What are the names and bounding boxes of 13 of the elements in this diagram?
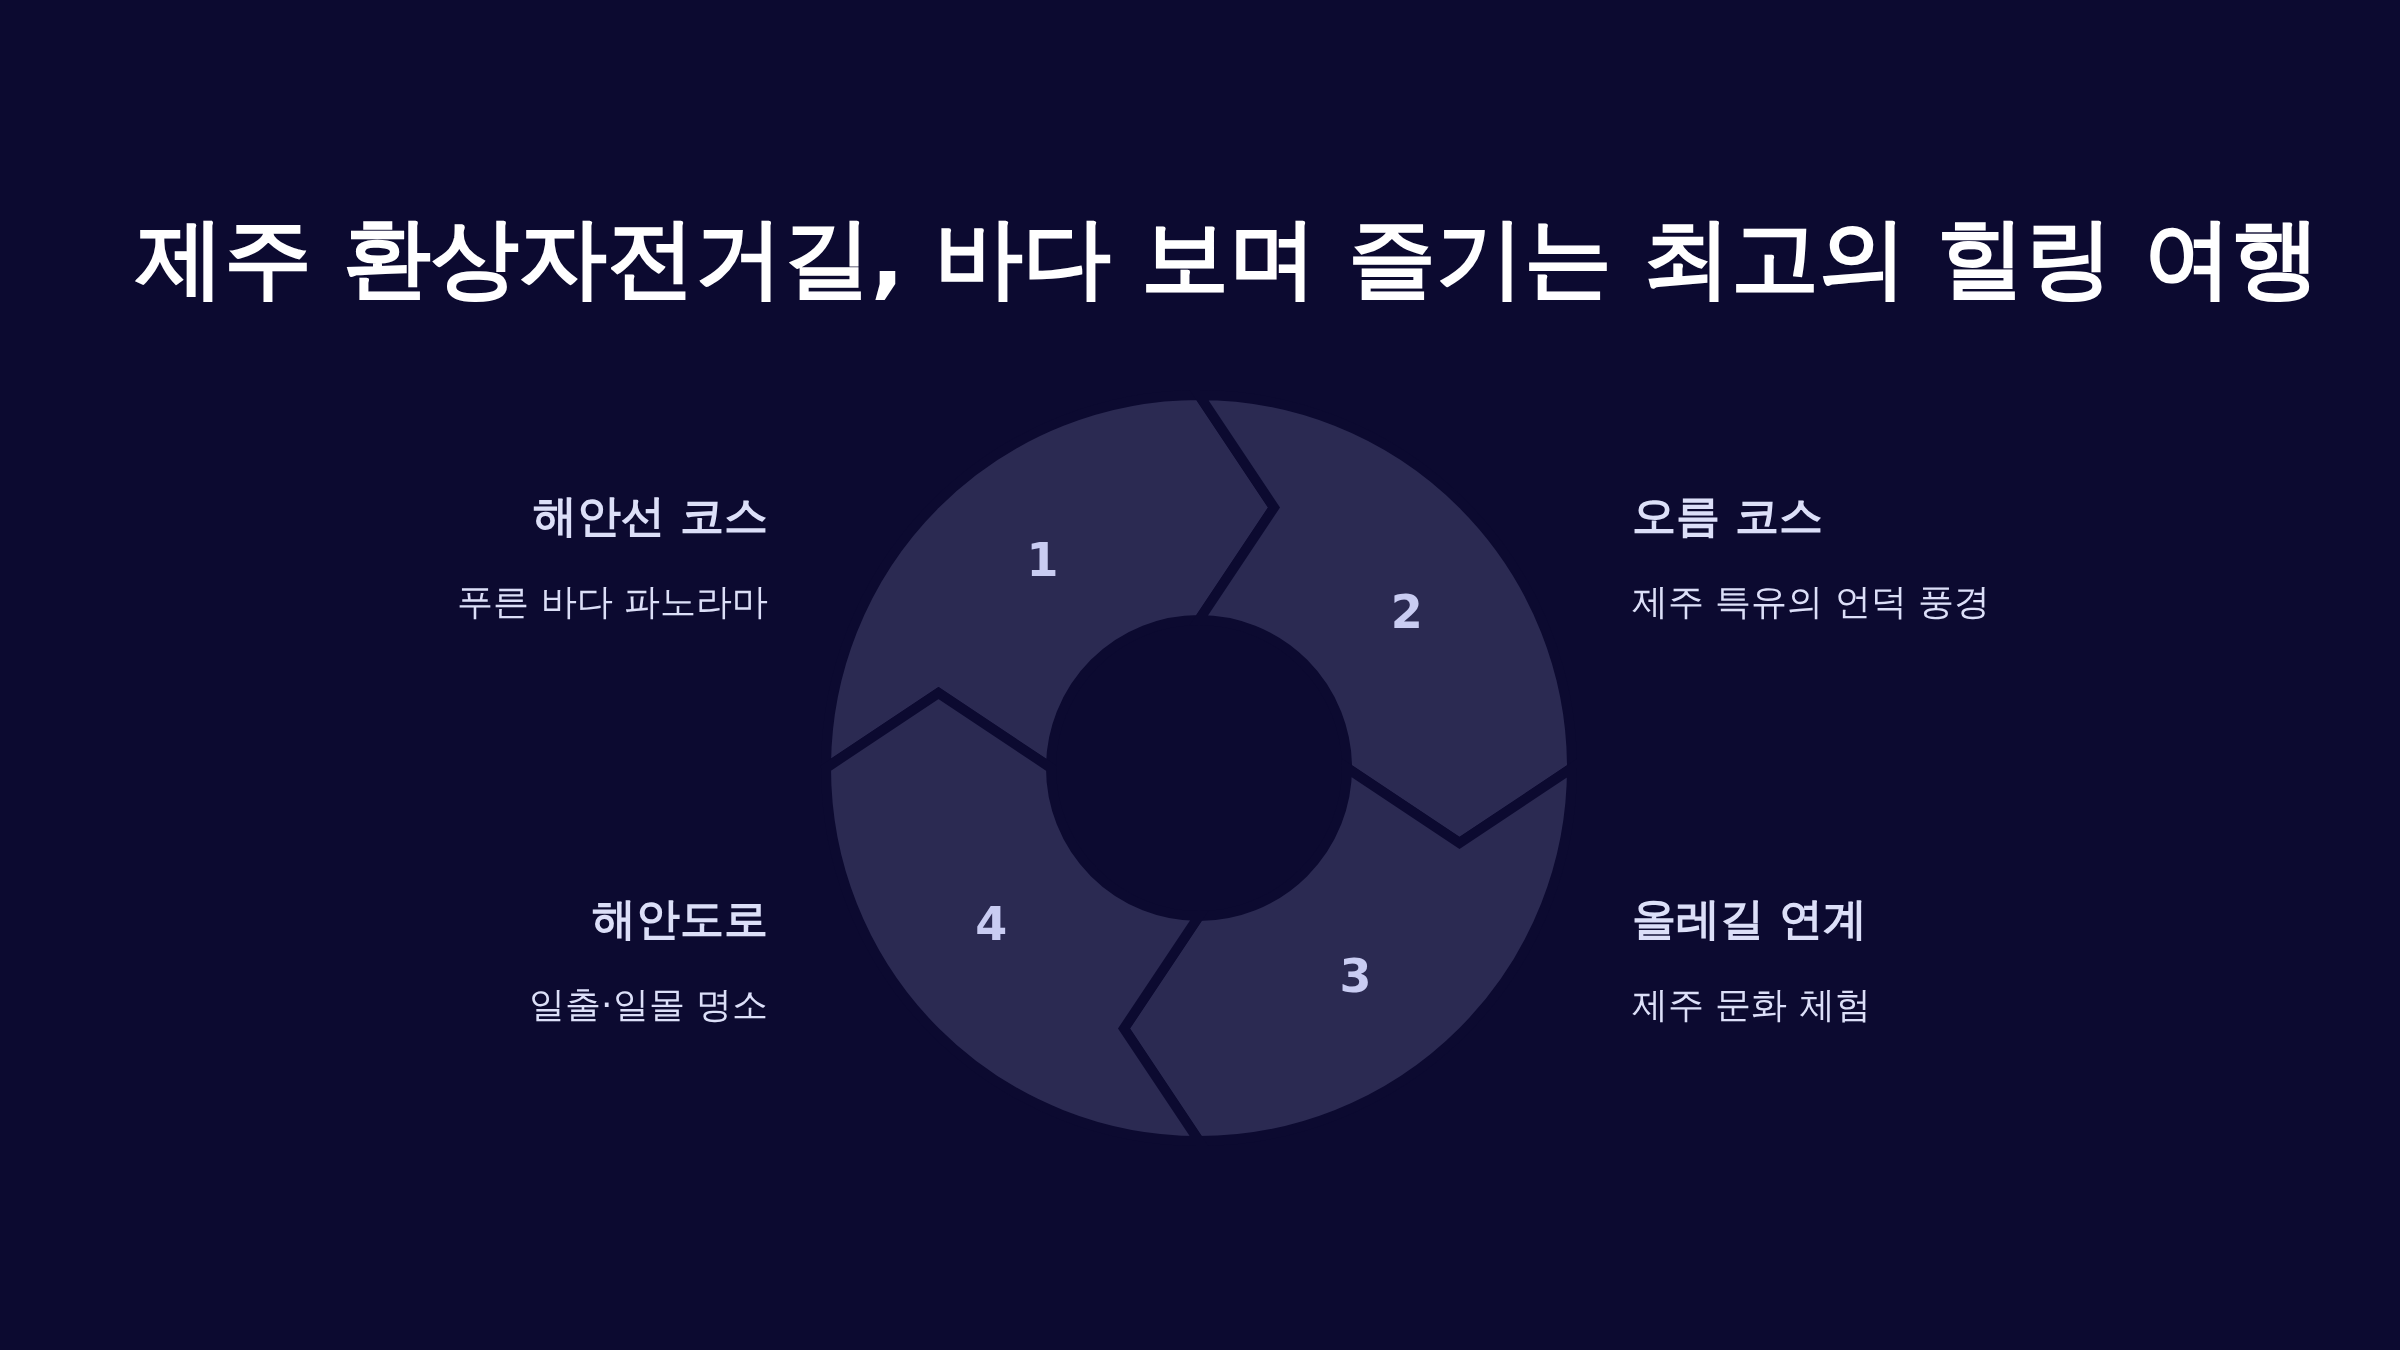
course-heading: 올레길 연계 (1632, 893, 1868, 946)
step-number: 3 (1339, 952, 1372, 999)
course-heading: 해안도로 (592, 893, 768, 946)
step-number: 4 (975, 901, 1008, 948)
course-description: 일출·일몰 명소 (529, 983, 768, 1027)
course-heading: 오름 코스 (1632, 490, 1824, 543)
step-number: 1 (1026, 537, 1059, 584)
course-description: 제주 문화 체험 (1632, 983, 1871, 1027)
course-heading: 해안선 코스 (532, 490, 768, 543)
course-description: 제주 특유의 언덕 풍경 (1632, 580, 1991, 624)
course-description: 푸른 바다 파노라마 (457, 580, 768, 624)
step-number: 2 (1390, 588, 1423, 635)
slide-title: 제주 환상자전거길, 바다 보며 즐기는 최고의 힐링 여행 (136, 205, 2320, 311)
